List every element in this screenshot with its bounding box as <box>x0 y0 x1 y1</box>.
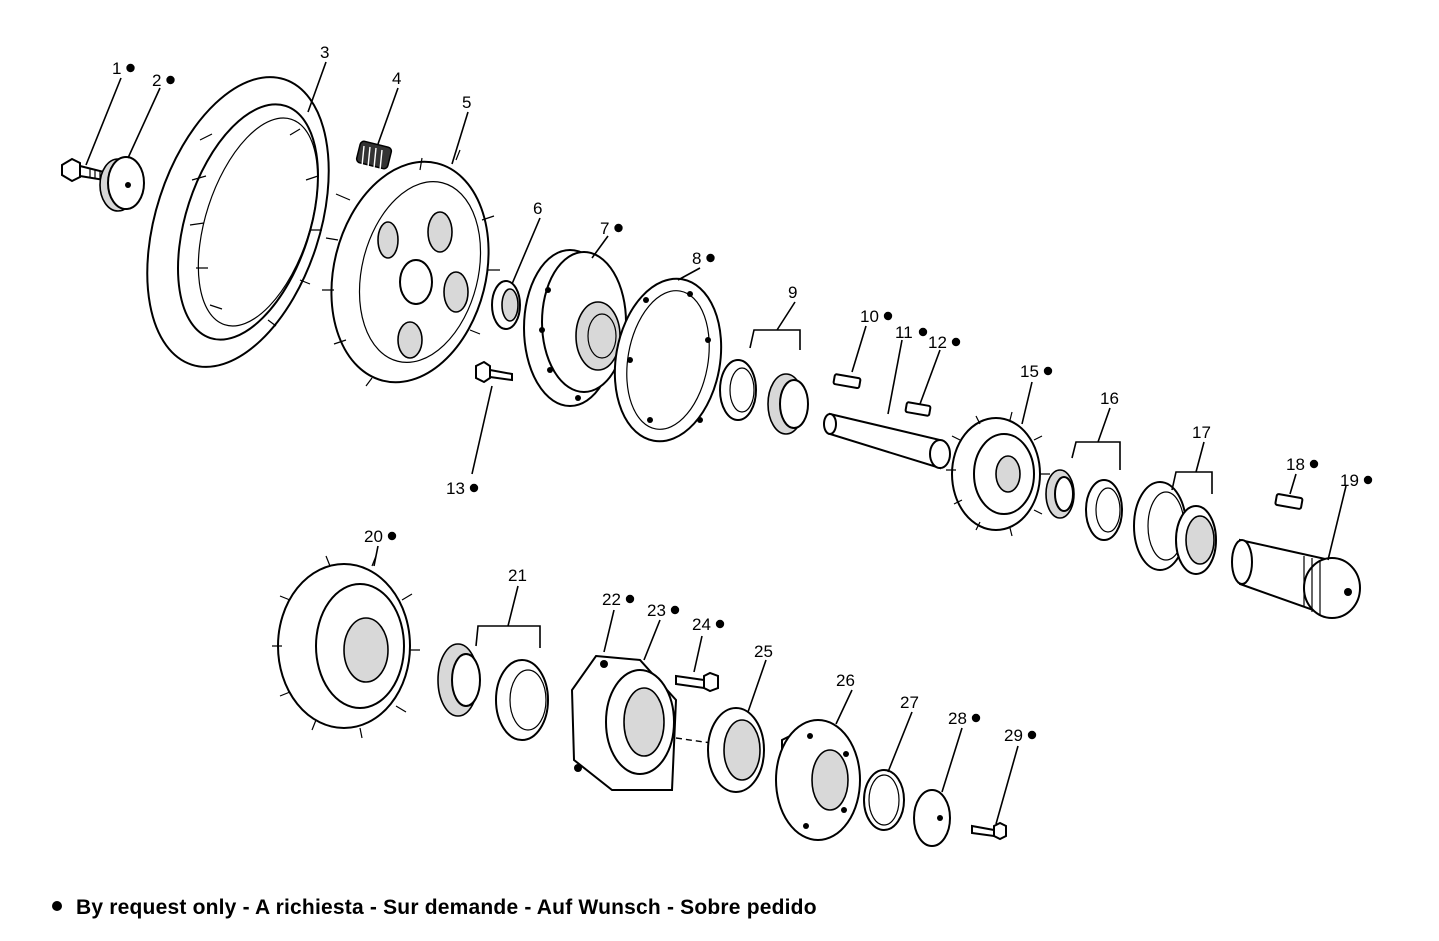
callout-21: 21 <box>508 566 527 585</box>
part-26-output-flange <box>775 719 861 841</box>
callout-17: 17 <box>1192 423 1211 442</box>
part-16-bearing <box>1045 469 1123 541</box>
part-19-splined-shaft <box>1231 538 1361 619</box>
part-6-seal <box>491 280 521 330</box>
legend-footnote: By request only - A richiesta - Sur dema… <box>52 896 817 920</box>
callout-20: 20 <box>364 527 383 546</box>
by-request-dot-icon <box>126 63 135 73</box>
callout-9: 9 <box>788 283 797 302</box>
by-request-dot-icon <box>918 327 928 337</box>
by-request-dot-icon <box>1309 459 1319 469</box>
callout-labels: 1234567891011121315161718192021222324252… <box>112 43 1373 745</box>
part-22-bearing-carrier <box>570 654 678 791</box>
part-15-bevel-gear <box>946 411 1050 537</box>
part-27-o-ring <box>863 769 905 831</box>
callout-4: 4 <box>392 69 401 88</box>
part-18-key <box>1274 493 1304 510</box>
part-3-drum-housing <box>146 76 330 368</box>
callout-8: 8 <box>692 249 701 268</box>
part-9-taper-roller-bearing <box>719 359 809 435</box>
callout-7: 7 <box>600 219 609 238</box>
callout-15: 15 <box>1020 362 1039 381</box>
callout-5: 5 <box>462 93 471 112</box>
callout-26: 26 <box>836 671 855 690</box>
part-29-bolt <box>971 821 1007 841</box>
callout-13: 13 <box>446 479 465 498</box>
legend-text: By request only - A richiesta - Sur dema… <box>76 896 817 919</box>
part-11-shaft <box>823 412 951 470</box>
callout-29: 29 <box>1004 726 1023 745</box>
callout-6: 6 <box>533 199 542 218</box>
part-24-bolt <box>675 671 719 693</box>
callout-25: 25 <box>754 642 773 661</box>
part-1-bolt <box>61 157 105 183</box>
part-13-bolt <box>475 360 513 384</box>
by-request-dot-icon <box>469 483 479 493</box>
callout-11: 11 <box>895 323 913 342</box>
part-20-helical-gear <box>272 555 420 739</box>
part-4-spring <box>355 140 393 171</box>
callout-2: 2 <box>152 71 161 90</box>
by-request-dot-icon <box>670 605 680 615</box>
by-request-dot-icon <box>625 594 635 604</box>
callout-24: 24 <box>692 615 711 634</box>
callout-27: 27 <box>900 693 919 712</box>
by-request-dot-icon <box>706 253 715 263</box>
part-28-washer <box>913 789 951 847</box>
by-request-dot-icon <box>971 713 981 723</box>
by-request-dot-icon <box>1027 730 1037 740</box>
callout-22: 22 <box>602 590 621 609</box>
leader-lines <box>85 61 1347 825</box>
part-25-oil-seal <box>707 707 765 793</box>
callout-28: 28 <box>948 709 967 728</box>
by-request-dot-icon <box>951 337 961 347</box>
callout-19: 19 <box>1340 471 1359 490</box>
callout-3: 3 <box>320 43 329 62</box>
by-request-dot-icon <box>1363 475 1373 485</box>
part-12-key <box>904 401 932 417</box>
part-10-key <box>832 373 862 390</box>
by-request-dot-icon <box>166 75 175 85</box>
callout-23: 23 <box>647 601 666 620</box>
by-request-dot-icon <box>387 531 397 541</box>
callout-10: 10 <box>860 307 879 326</box>
part-2-washer <box>99 156 145 212</box>
callout-16: 16 <box>1100 389 1119 408</box>
bullet-dot-icon <box>52 901 62 912</box>
part-5-sprocket <box>322 149 500 387</box>
callout-18: 18 <box>1286 455 1305 474</box>
by-request-dot-icon <box>883 311 893 321</box>
by-request-dot-icon <box>715 619 725 629</box>
part-17-bearing <box>1133 481 1217 575</box>
callout-12: 12 <box>928 333 947 352</box>
part-8-gasket <box>613 277 723 443</box>
part-7-bearing-housing <box>523 249 627 407</box>
part-21-taper-bearing <box>437 643 549 741</box>
by-request-dot-icon <box>614 223 623 233</box>
callout-1: 1 <box>112 59 121 78</box>
by-request-dot-icon <box>1043 366 1053 376</box>
